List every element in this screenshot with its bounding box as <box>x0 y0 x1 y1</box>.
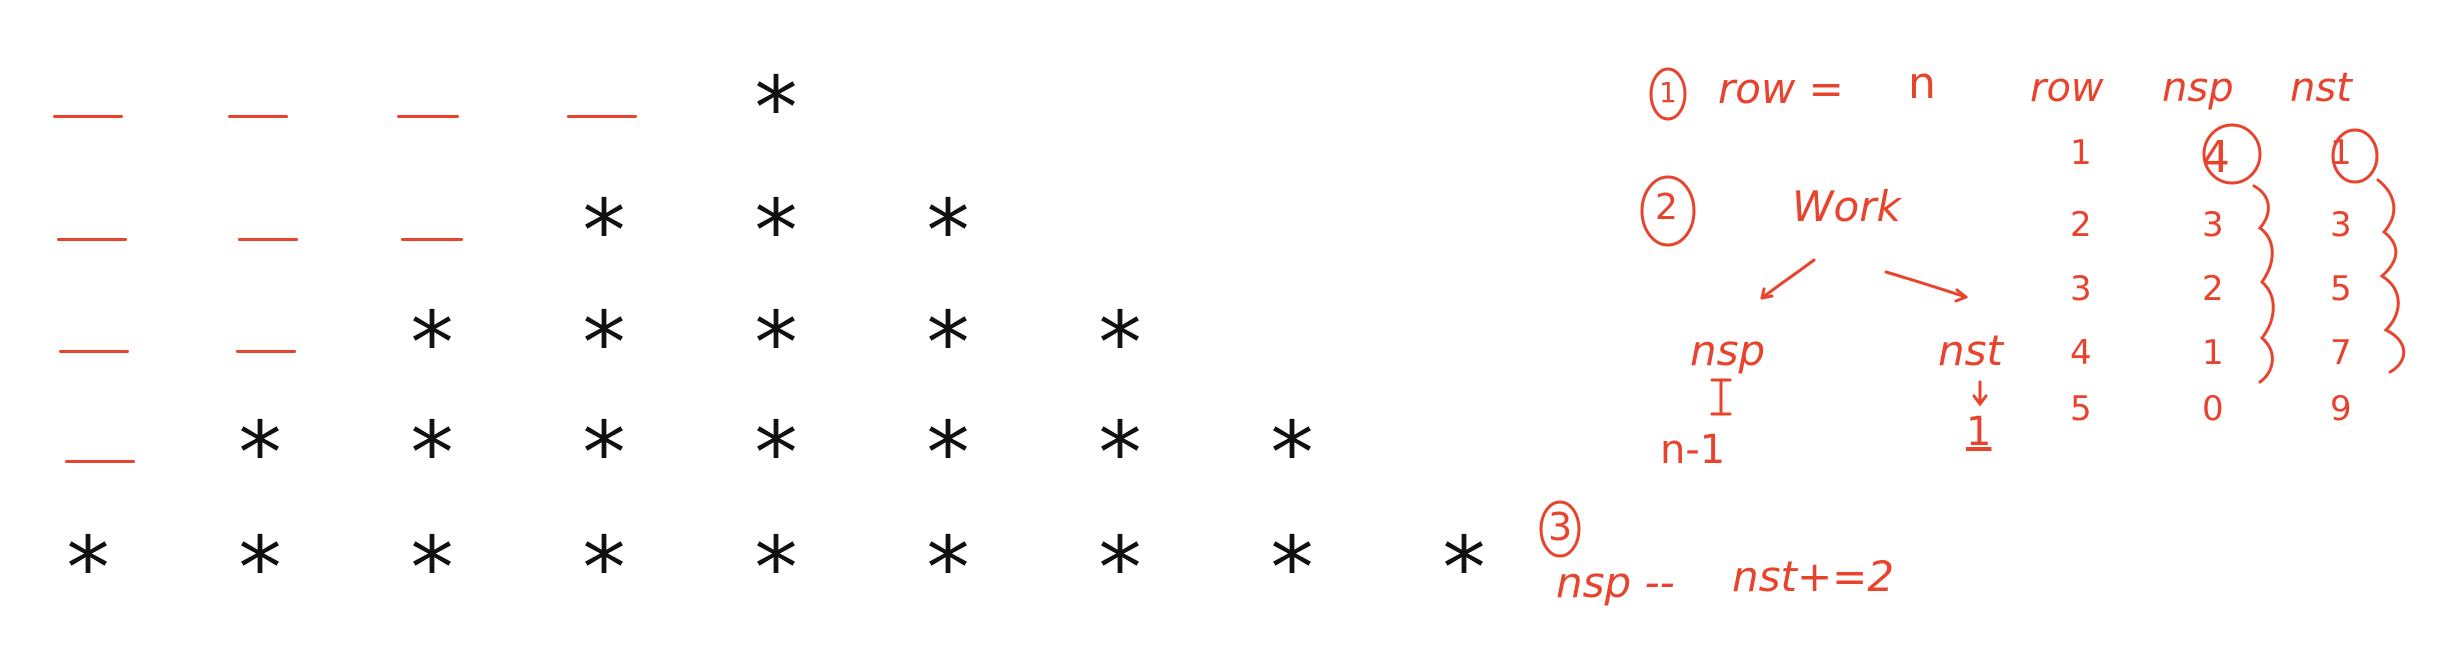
table-header-row: row <box>2030 65 2104 111</box>
star-symbol: * <box>238 403 282 504</box>
table-cell: 5 <box>2330 269 2352 309</box>
nst-first-circle <box>2331 128 2379 184</box>
arrow-right-head <box>1954 288 1968 303</box>
star-symbol: * <box>66 518 110 619</box>
nsp-branch-value: n-1 <box>1660 427 1726 473</box>
step2-circle <box>1640 175 1696 247</box>
table-cell: 3 <box>2330 205 2352 245</box>
space-marker <box>65 460 135 463</box>
star-symbol: * <box>926 293 970 394</box>
nsp-first-circle <box>2202 123 2262 185</box>
step1-circle <box>1649 67 1687 121</box>
table-cell: 4 <box>2202 132 2230 183</box>
star-symbol: * <box>1270 403 1314 504</box>
space-marker <box>567 115 637 118</box>
nst-connector <box>1972 380 1988 407</box>
star-symbol: * <box>754 58 798 159</box>
star-symbol: * <box>238 518 282 619</box>
step1-value: n <box>1908 58 1936 109</box>
nst-branch-value: 1 <box>1966 409 1992 455</box>
star-symbol: * <box>582 293 626 394</box>
table-cell: 3 <box>2070 269 2092 309</box>
space-marker <box>57 238 127 241</box>
table-cell: 1 <box>2070 133 2092 173</box>
star-symbol: * <box>754 518 798 619</box>
table-cell: 2 <box>2070 205 2092 245</box>
table-cell: 3 <box>2202 205 2224 245</box>
space-marker <box>53 115 123 118</box>
step3-marker: 3 <box>1548 505 1573 549</box>
table-header-nsp: nsp <box>2162 65 2234 111</box>
space-marker <box>59 350 129 353</box>
star-symbol: * <box>1442 518 1486 619</box>
step1-marker: 1 <box>1659 76 1677 109</box>
table-cell: 2 <box>2202 269 2224 309</box>
table-cell: 7 <box>2330 333 2352 373</box>
star-symbol: * <box>754 403 798 504</box>
space-marker <box>401 238 463 241</box>
arrow-right <box>1884 270 1968 299</box>
table-cell: 0 <box>2202 389 2224 429</box>
space-marker <box>228 115 288 118</box>
star-symbol: * <box>926 181 970 282</box>
nsp-braces <box>2252 184 2275 384</box>
star-symbol: * <box>926 403 970 504</box>
step3-nsp-update: nsp -- <box>1556 558 1675 607</box>
table-cell: 1 <box>2330 133 2352 173</box>
star-symbol: * <box>1098 518 1142 619</box>
nsp-branch-label: nsp <box>1690 326 1766 375</box>
star-symbol: * <box>1270 518 1314 619</box>
star-symbol: * <box>1098 403 1142 504</box>
nst-braces <box>2376 178 2406 374</box>
star-symbol: * <box>582 518 626 619</box>
space-marker <box>236 350 296 353</box>
star-symbol: * <box>926 518 970 619</box>
table-cell: 5 <box>2070 389 2092 429</box>
step1-text: row = <box>1718 64 1844 113</box>
star-symbol: * <box>582 403 626 504</box>
arrow-left <box>1760 258 1816 300</box>
star-symbol: * <box>410 403 454 504</box>
star-symbol: * <box>582 181 626 282</box>
table-cell: 4 <box>2070 333 2092 373</box>
table-cell: 1 <box>2202 333 2224 373</box>
step2-marker: 2 <box>1655 187 1678 228</box>
nsp-connector <box>1710 378 1732 416</box>
star-symbol: * <box>410 293 454 394</box>
nst-branch-label: nst <box>1938 326 2003 375</box>
work-label: Work <box>1792 182 1901 231</box>
star-symbol: * <box>754 293 798 394</box>
table-header-nst: nst <box>2290 65 2352 111</box>
star-symbol: * <box>1098 293 1142 394</box>
step3-nst-update: nst+=2 <box>1732 552 1895 601</box>
space-marker <box>238 238 298 241</box>
arrow-left-head <box>1760 287 1774 300</box>
space-marker <box>397 115 459 118</box>
star-symbol: * <box>410 518 454 619</box>
table-cell: 9 <box>2330 389 2352 429</box>
star-symbol: * <box>754 181 798 282</box>
step3-circle <box>1539 500 1581 558</box>
